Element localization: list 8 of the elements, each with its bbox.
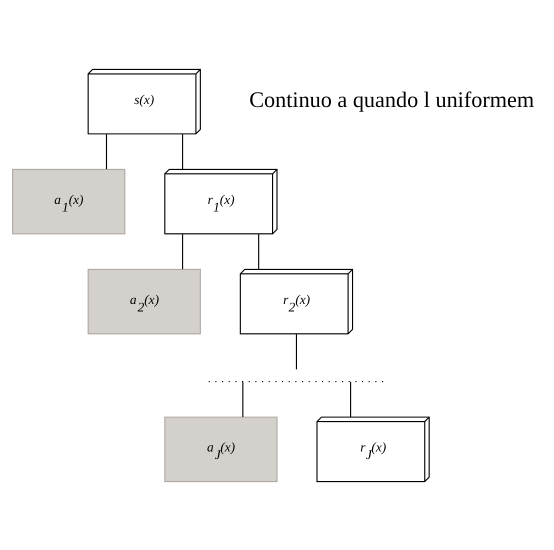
connector (106, 134, 108, 169)
connector (182, 234, 184, 269)
connector (296, 334, 297, 369)
connector (242, 381, 244, 417)
label: Continuo a quando l uniformem (249, 86, 534, 112)
connector (182, 134, 184, 169)
connector (350, 381, 352, 417)
connector (258, 234, 260, 269)
